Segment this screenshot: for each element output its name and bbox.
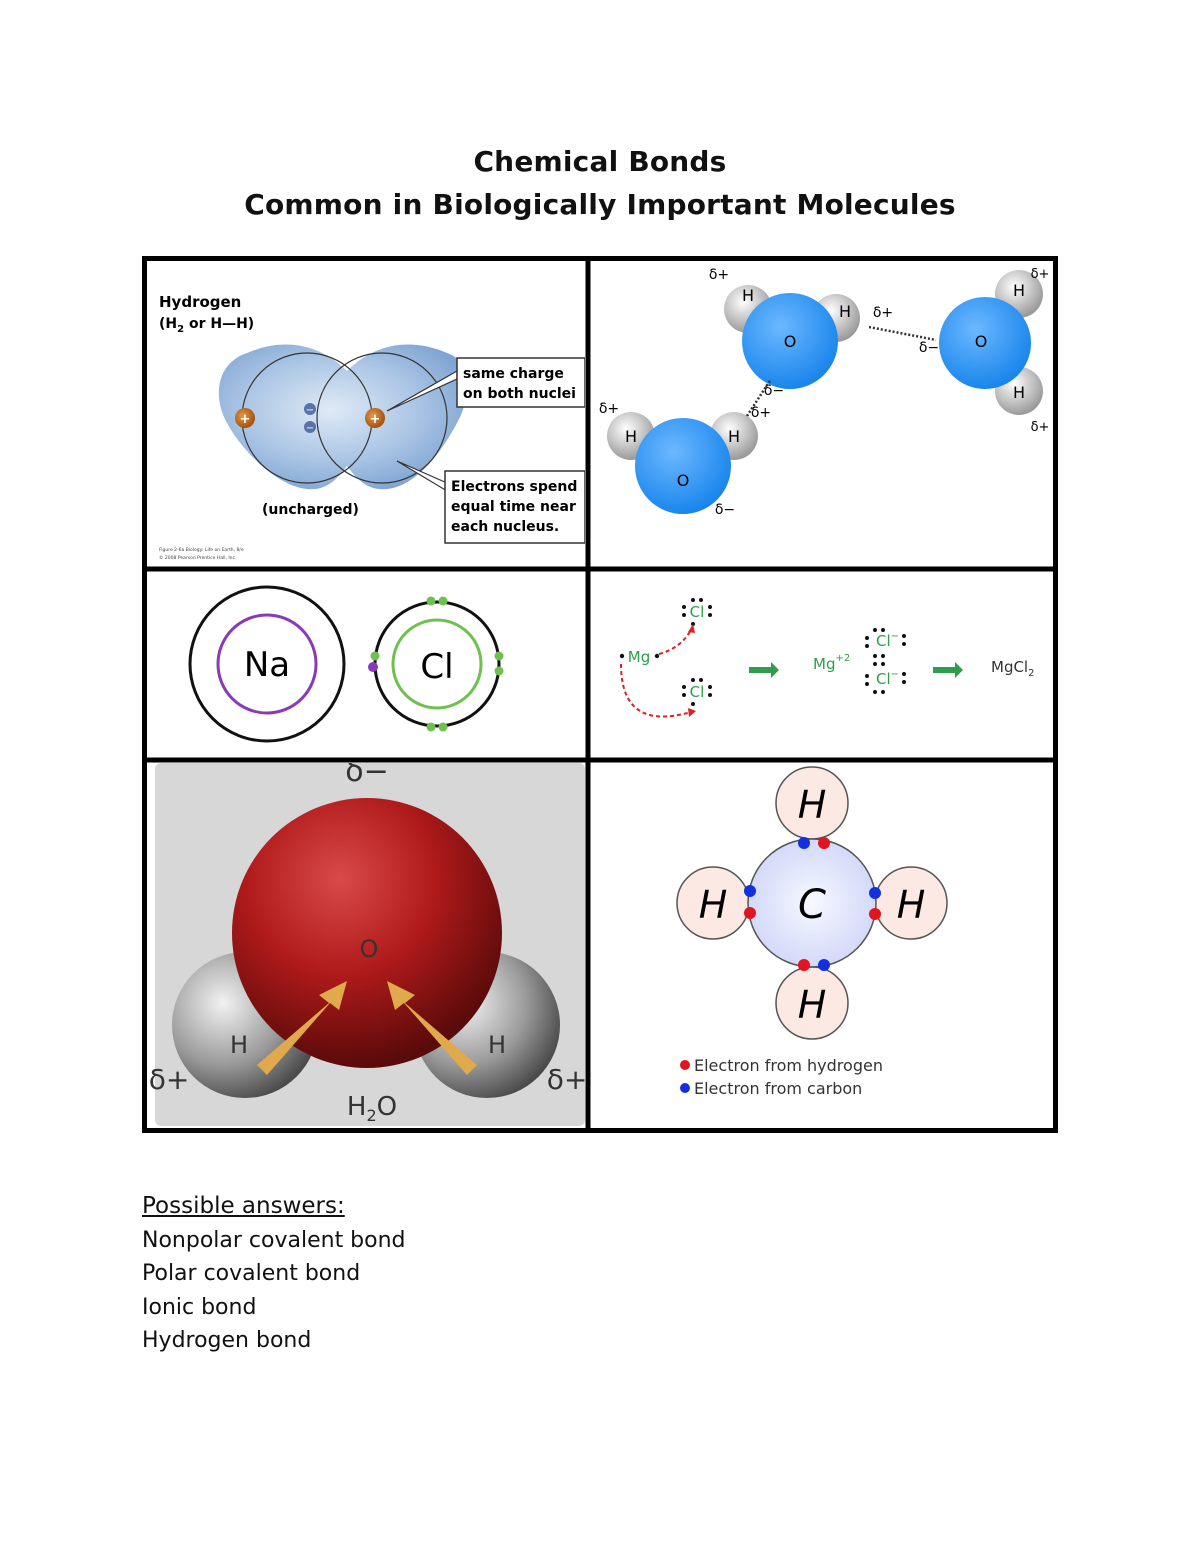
panel-sodium-chloride: Na Cl: [147, 572, 585, 757]
bond-figure-grid: Hydrogen (H2 or H—H) + + − − same charge…: [142, 256, 1058, 1133]
electron-transfer-arrow-1: [658, 629, 692, 655]
reaction-arrow-1: [749, 662, 779, 678]
mg-ion: Mg+2: [813, 653, 850, 673]
legend-hydrogen: Electron from hydrogen: [694, 1056, 883, 1075]
pull-arrow-left: [257, 981, 347, 1075]
pull-arrow-right: [387, 981, 477, 1075]
product-mgcl2: MgCl2: [991, 658, 1034, 679]
mg-atom: Mg: [628, 648, 650, 666]
h2-formula: (H2 or H—H): [159, 316, 254, 335]
panel-water-polar: δ− O H H δ+ δ+ H2O: [147, 763, 585, 1128]
panel-magnesium-chloride: Mg Cl Cl Mg+2 Cl− Cl−: [591, 572, 1053, 757]
svg-text:O: O: [975, 332, 988, 351]
delta-plus-right: δ+: [547, 1063, 585, 1096]
sodium-outer-shell: [188, 585, 346, 743]
legend-dot-carbon: [680, 1083, 690, 1093]
svg-text:δ+: δ+: [599, 401, 619, 417]
panel-methane: C H H H H Electron from hydrogen Electro…: [591, 763, 1053, 1128]
page-title-line-1: Chemical Bonds: [473, 145, 727, 178]
answer-item: Ionic bond: [142, 1294, 257, 1320]
panel-water-hydrogen-bonds: H H O δ+ δ+ δ− H H O δ+ δ+ δ− H H O δ+ δ…: [591, 261, 1053, 566]
page-title-line-2: Common in Biologically Important Molecul…: [244, 188, 956, 221]
nucleus-left: [235, 408, 255, 428]
cl-ion-bottom: Cl−: [876, 669, 899, 688]
svg-text:δ+: δ+: [1031, 420, 1050, 435]
answer-item: Polar covalent bond: [142, 1261, 361, 1286]
water-b-oxygen: [939, 297, 1031, 389]
svg-text:H: H: [728, 427, 740, 446]
svg-text:H: H: [798, 983, 827, 1027]
callout-same-charge: [456, 357, 585, 408]
electron-1: [304, 403, 316, 415]
nucleus-right: [365, 408, 385, 428]
callout-electrons-spend: [444, 470, 585, 544]
svg-text:Electrons spend: Electrons spend: [451, 479, 577, 495]
svg-text:δ−: δ−: [764, 383, 784, 399]
svg-text:O: O: [784, 332, 797, 351]
svg-text:H: H: [625, 427, 637, 446]
water-c-oxygen: [635, 418, 731, 514]
svg-text:H: H: [839, 302, 851, 321]
svg-text:−: −: [306, 405, 314, 416]
reaction-arrow-2: [933, 662, 963, 678]
oxygen-sphere: [232, 798, 502, 1068]
svg-text:O: O: [677, 471, 690, 490]
sodium-inner-shell: [216, 613, 318, 715]
chlorine-inner-shell: [391, 618, 483, 710]
hydrogen-left-label: H: [230, 1031, 248, 1059]
h2o-formula: H2O: [347, 1092, 397, 1125]
atom-orbit-right: [316, 352, 448, 484]
svg-text:δ+: δ+: [709, 267, 729, 283]
electron-cloud: [218, 344, 468, 490]
chlorine-symbol: Cl: [420, 647, 453, 687]
legend-carbon: Electron from carbon: [694, 1079, 862, 1098]
delta-minus-label: δ−: [345, 763, 389, 789]
h2-title: Hydrogen: [159, 293, 241, 311]
svg-text:same charge: same charge: [463, 366, 564, 382]
svg-text:each nucleus.: each nucleus.: [451, 519, 559, 535]
hydrogen-right-label: H: [488, 1031, 506, 1059]
oxygen-label: O: [360, 935, 379, 963]
svg-text:δ+: δ+: [873, 305, 893, 321]
grid-frame: [142, 256, 1058, 1133]
svg-text:H: H: [1013, 383, 1025, 402]
uncharged-label: (uncharged): [262, 502, 359, 518]
svg-text:δ−: δ−: [919, 340, 939, 356]
svg-text:+: +: [240, 412, 251, 427]
electron-transfer-arrow-2: [620, 663, 692, 718]
svg-text:H: H: [897, 883, 926, 927]
svg-text:H: H: [798, 783, 827, 827]
carbon-atom: [747, 838, 877, 968]
svg-text:δ−: δ−: [715, 502, 735, 518]
answer-item: Hydrogen bond: [142, 1328, 312, 1353]
svg-text:δ+: δ+: [1031, 267, 1050, 282]
svg-text:H: H: [742, 286, 754, 305]
figure-credit-2: © 2008 Pearson Prentice Hall, Inc.: [159, 554, 236, 561]
svg-text:on both nuclei: on both nuclei: [463, 386, 576, 402]
possible-answers: Possible answers: Nonpolar covalent bond…: [142, 1190, 406, 1358]
svg-text:equal time near: equal time near: [451, 499, 576, 515]
cl-atom-bottom: Cl: [690, 683, 705, 701]
svg-text:+: +: [370, 412, 381, 427]
svg-text:H: H: [699, 883, 728, 927]
delta-plus-left: δ+: [149, 1063, 190, 1096]
answers-header: Possible answers:: [142, 1193, 345, 1219]
svg-text:H: H: [1013, 281, 1025, 300]
figure-credit-1: Figure 2-6a Biology: Life on Earth, 8/e: [159, 547, 244, 553]
legend-dot-hydrogen: [680, 1060, 690, 1070]
answer-item: Nonpolar covalent bond: [142, 1227, 406, 1253]
sodium-symbol: Na: [244, 645, 290, 685]
hbond-a-b: [868, 325, 937, 342]
hbond-c-a: [745, 378, 773, 417]
panel-hydrogen-molecule: Hydrogen (H2 or H—H) + + − − same charge…: [147, 261, 585, 566]
electron-2: [304, 421, 316, 433]
transferred-electron: [368, 662, 378, 672]
cl-atom-top: Cl: [690, 603, 705, 621]
svg-text:δ+: δ+: [751, 405, 771, 421]
water-a-oxygen: [742, 293, 838, 389]
carbon-symbol: C: [798, 882, 826, 928]
svg-text:−: −: [306, 423, 314, 434]
cl-ion-top: Cl−: [876, 631, 899, 650]
